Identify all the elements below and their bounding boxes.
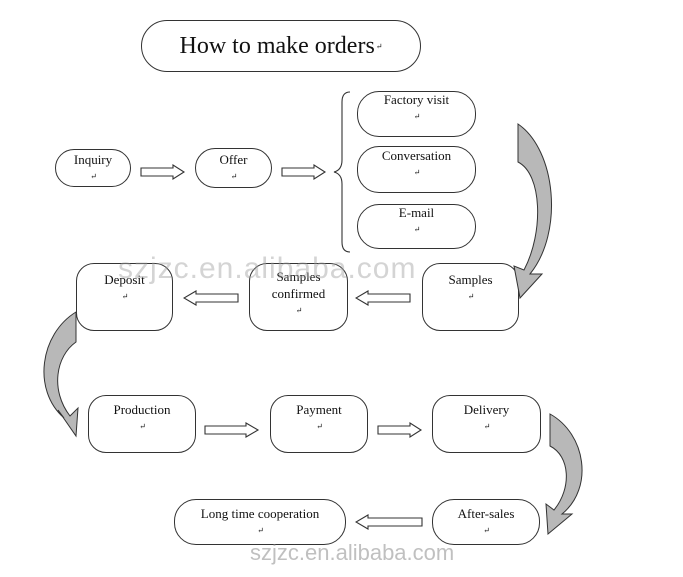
contact-methods-brace xyxy=(333,91,351,253)
arrow-samples-to-confirmed xyxy=(355,290,411,306)
return-mark: ↵ xyxy=(295,305,303,315)
return-mark: ↵ xyxy=(483,422,491,431)
node-factory-visit-label: Factory visit xyxy=(383,92,450,107)
arrow-offer-to-contacts xyxy=(281,164,327,180)
return-mark: ↵ xyxy=(257,526,264,535)
node-samples: Samples ↵ xyxy=(422,263,519,331)
node-inquiry: Inquiry ↵ xyxy=(55,149,131,187)
node-email-label: E-mail xyxy=(398,204,435,220)
node-delivery-label: Delivery xyxy=(463,402,510,417)
node-deposit: Deposit ↵ xyxy=(76,263,173,331)
curved-arrow-contacts-to-samples xyxy=(513,123,553,300)
return-mark: ↵ xyxy=(139,422,146,431)
node-factory-visit: Factory visit ↵ xyxy=(357,91,476,137)
node-deposit-label: Deposit xyxy=(104,272,145,287)
node-conversation-label: Conversation xyxy=(381,147,452,163)
node-email: E-mail ↵ xyxy=(357,204,476,249)
curved-arrow-delivery-to-after-sales xyxy=(545,413,583,536)
return-mark: ↵ xyxy=(413,112,421,121)
node-delivery: Delivery ↵ xyxy=(432,395,541,453)
return-mark: ↵ xyxy=(375,41,383,51)
title-text: How to make orders xyxy=(179,32,375,59)
node-conversation: Conversation ↵ xyxy=(357,146,476,193)
diagram-title: How to make orders↵ xyxy=(141,20,421,72)
return-mark: ↵ xyxy=(413,167,421,177)
arrow-payment-to-delivery xyxy=(377,422,423,438)
node-offer-label: Offer xyxy=(219,152,248,167)
arrow-after-sales-to-cooperation xyxy=(355,514,423,530)
node-production-label: Production xyxy=(113,402,171,417)
node-payment: Payment ↵ xyxy=(270,395,368,453)
node-payment-label: Payment xyxy=(296,402,342,417)
return-mark: ↵ xyxy=(90,172,97,181)
return-mark: ↵ xyxy=(121,292,129,301)
node-production: Production ↵ xyxy=(88,395,196,453)
return-mark: ↵ xyxy=(467,292,475,301)
arrow-inquiry-to-offer xyxy=(140,164,186,180)
arrow-production-to-payment xyxy=(204,422,260,438)
return-mark: ↵ xyxy=(413,224,421,234)
node-long-time-cooperation: Long time cooperation ↵ xyxy=(174,499,346,545)
node-long-time-cooperation-label: Long time cooperation xyxy=(200,506,320,521)
node-offer: Offer ↵ xyxy=(195,148,272,188)
return-mark: ↵ xyxy=(316,422,323,431)
return-mark: ↵ xyxy=(230,172,238,181)
node-samples-confirmed: Samples confirmed ↵ xyxy=(249,263,348,331)
return-mark: ↵ xyxy=(483,526,490,535)
node-samples-confirmed-label: Samples confirmed xyxy=(271,268,326,301)
node-inquiry-label: Inquiry xyxy=(73,152,113,167)
arrow-confirmed-to-deposit xyxy=(183,290,239,306)
node-samples-label: Samples xyxy=(448,272,493,287)
node-after-sales: After-sales ↵ xyxy=(432,499,540,545)
node-after-sales-label: After-sales xyxy=(457,506,515,521)
curved-arrow-deposit-to-production xyxy=(43,311,79,438)
